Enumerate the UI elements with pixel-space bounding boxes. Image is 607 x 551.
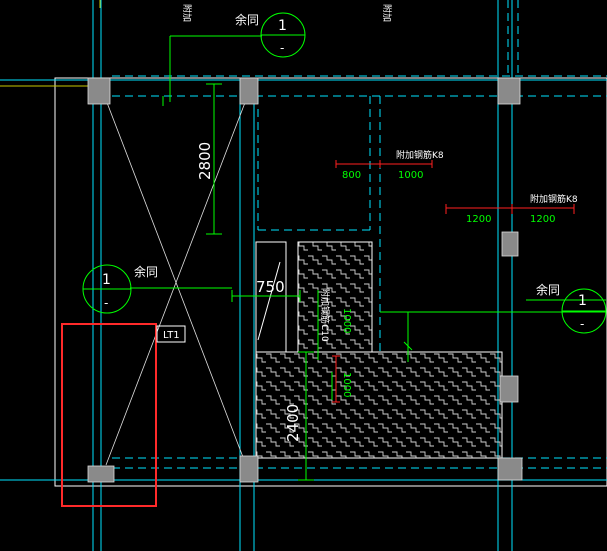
rebar-a-left-length: 800 (342, 170, 361, 181)
component-tag: LT1 (163, 330, 180, 341)
rebar-b-label: 附加钢筋K8 (530, 193, 578, 205)
annotation-lines (130, 35, 606, 481)
grid-left-number: 1 (102, 272, 111, 288)
column-mid-right (501, 231, 519, 257)
grid-bubble-top: 1 - (260, 12, 306, 58)
column-lower-right (499, 375, 519, 403)
hatched-area (255, 241, 503, 459)
grid-right-sub: - (580, 317, 584, 331)
grid-top-number: 1 (278, 18, 287, 34)
grid-bubble-left: 1 - (82, 264, 132, 314)
dim-1000-b: 1000 (341, 372, 352, 397)
grid-right-number: 1 (578, 293, 587, 309)
column-top-left (87, 77, 111, 105)
top-mark-a: 附加 (181, 4, 193, 22)
slab-boundary (54, 77, 607, 487)
column-top-mid (239, 77, 259, 105)
yutong-right-label: 余同 (536, 282, 560, 297)
dim-2400: 2400 (284, 404, 302, 442)
rebar-a-label: 附加钢筋K8 (396, 149, 444, 161)
grid-left-sub: - (104, 296, 108, 310)
yutong-top-label: 余同 (235, 12, 259, 27)
column-bottom-left (87, 465, 115, 483)
column-bottom-right (497, 457, 523, 481)
yutong-left-label: 余同 (134, 264, 158, 279)
rebar-b-right-length: 1200 (530, 214, 555, 225)
component-tag-box (156, 325, 186, 343)
grid-bubble-right: 1 - (561, 288, 607, 334)
grid-top-sub: - (280, 41, 284, 55)
dim-750: 750 (256, 278, 285, 296)
rebar-b-left-length: 1200 (466, 214, 491, 225)
rebar-a-right-length: 1000 (398, 170, 423, 181)
rebar-lines (332, 160, 575, 403)
top-grid-marks (0, 0, 101, 87)
dim-2800: 2800 (196, 142, 214, 180)
dim-1000-a: 1000 (341, 308, 352, 333)
column-bottom-mid (239, 455, 259, 483)
top-mark-b: 附加 (381, 4, 393, 22)
columns (87, 77, 523, 483)
column-top-right (497, 77, 521, 105)
opening-cross-lines (105, 99, 247, 466)
rebar-c-label: 附加钢筋C10 (319, 288, 331, 342)
